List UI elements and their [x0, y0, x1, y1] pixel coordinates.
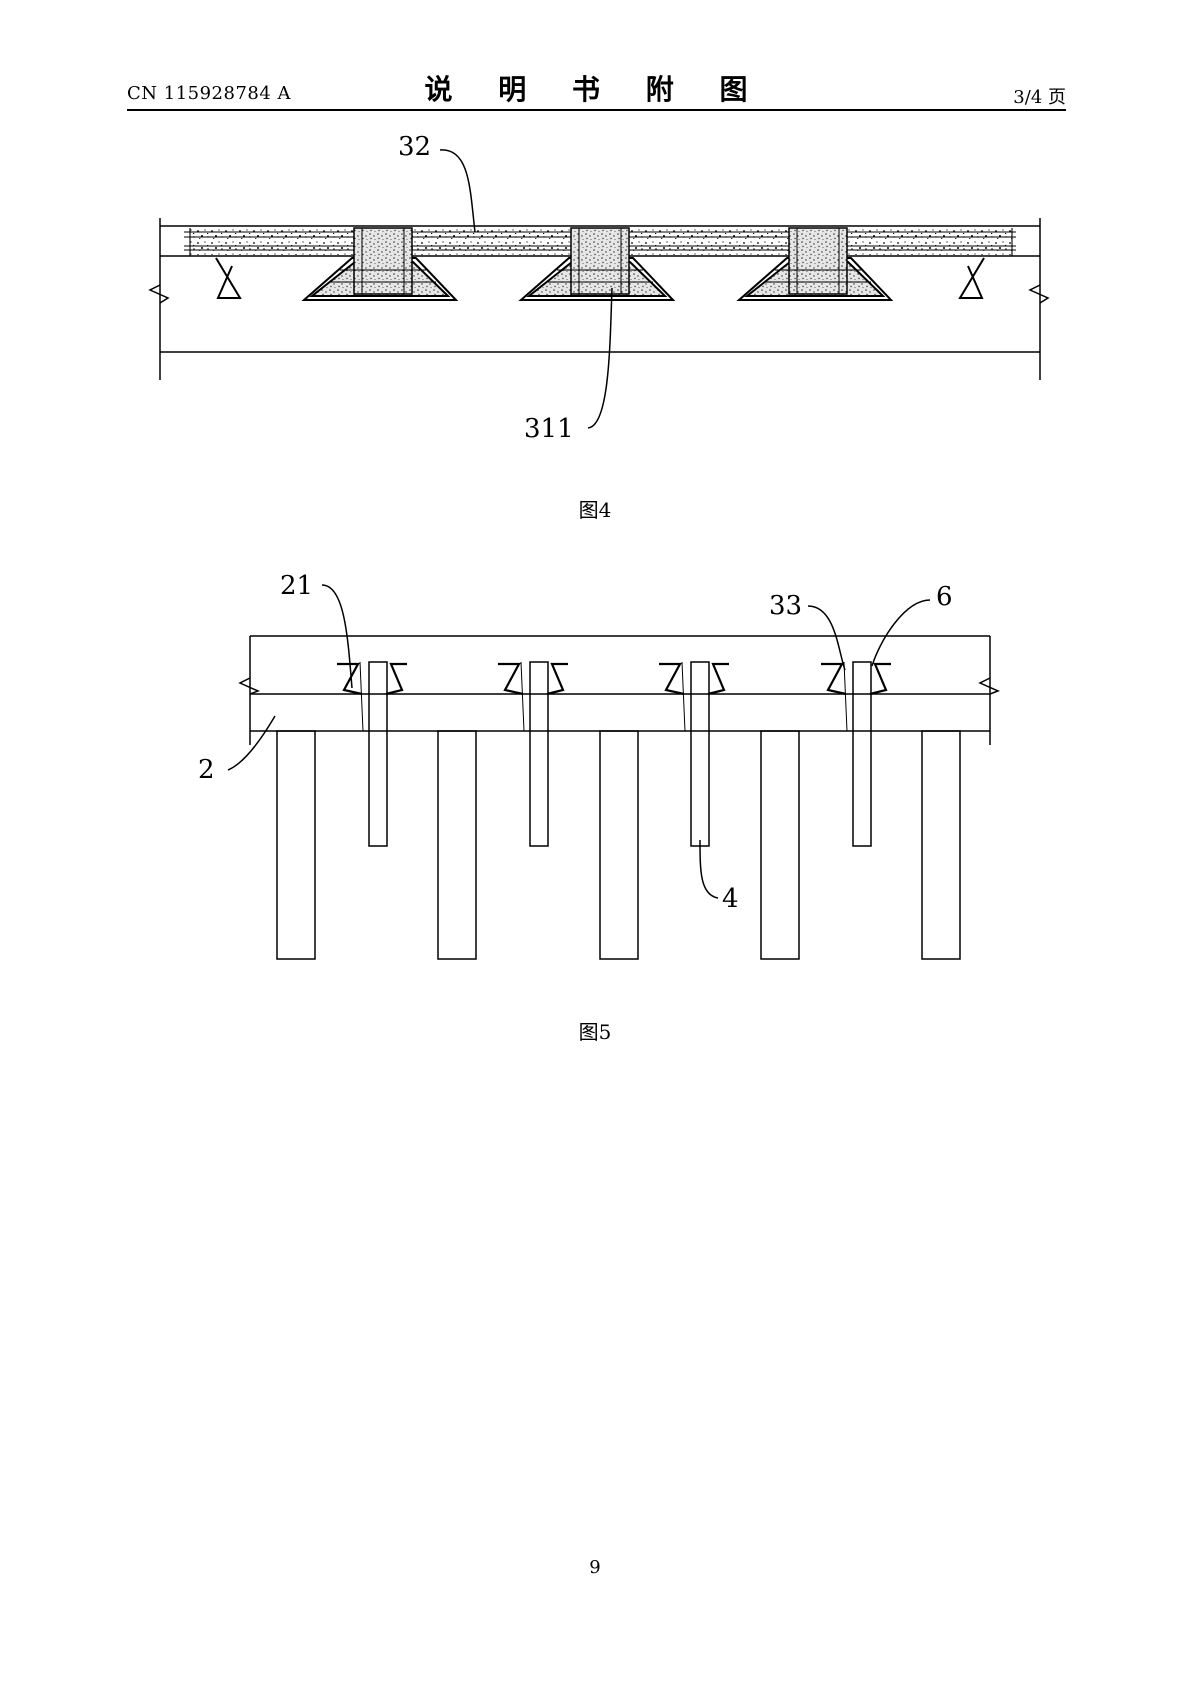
figure-5-caption: 图5 [578, 1020, 612, 1044]
label-311: 311 [524, 414, 574, 444]
figure-4-drawing: 32 311 [148, 132, 1050, 444]
publication-number: CN 115928784 A [127, 83, 292, 104]
page-title: 说 明 书 附 图 [424, 73, 766, 106]
label-21: 21 [280, 571, 313, 601]
header-rule [127, 109, 1066, 111]
figure-5-drawing: 21 33 6 2 4 [198, 571, 1000, 960]
label-33: 33 [769, 591, 802, 621]
page-number: 9 [589, 1557, 601, 1578]
label-2: 2 [198, 755, 215, 785]
label-32: 32 [398, 132, 431, 162]
figure-4-caption: 图4 [578, 498, 612, 522]
label-6: 6 [936, 582, 953, 612]
page-of-indicator: 3/4 页 [1013, 87, 1066, 108]
label-4: 4 [722, 884, 739, 914]
